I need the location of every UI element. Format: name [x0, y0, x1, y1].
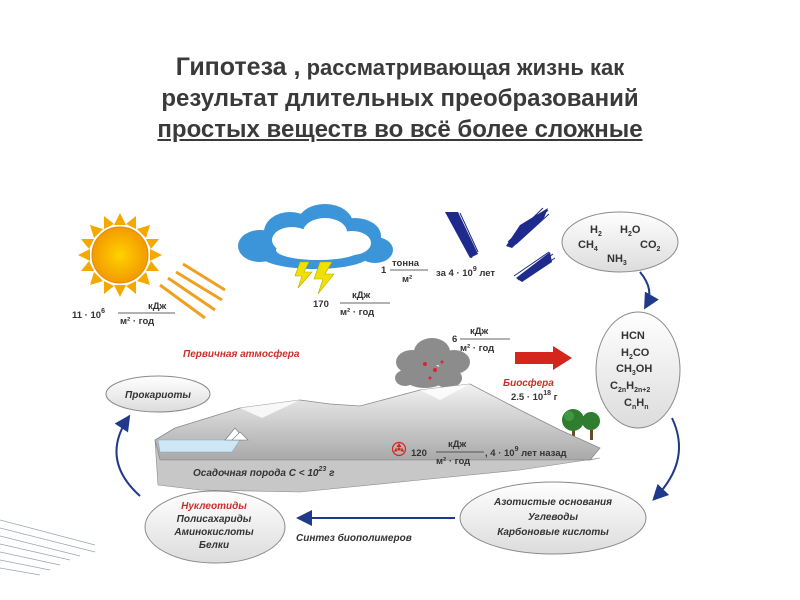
biosphere-mass: 2.5 · 1018 г — [511, 390, 558, 403]
svg-text:тонна: тонна — [392, 258, 420, 269]
svg-text:Азотистые основания: Азотистые основания — [493, 497, 612, 508]
svg-text:Аминокислоты: Аминокислоты — [173, 527, 254, 538]
prokaryotes-bubble: Прокариоты — [106, 376, 210, 412]
sediment-label: Осадочная порода С < 1023 г — [193, 466, 335, 479]
volcano-icon — [395, 338, 470, 388]
meteor-mass-label: 1 тонна м² за 4 · 109 лет — [381, 258, 495, 285]
svg-text:Прокариоты: Прокариоты — [125, 390, 191, 401]
sun-rays-icon — [160, 264, 225, 318]
lightning-energy-label: 170 кДж м² · год — [313, 290, 390, 318]
biosphere-label: Биосфера — [503, 377, 554, 389]
organic-molecules-bubble: HCN H2CO CH3OH C2nH2n+2 CnHn — [596, 312, 680, 428]
svg-text:м² · год: м² · год — [120, 316, 154, 327]
sun-icon — [78, 213, 162, 297]
red-arrow-icon — [515, 346, 572, 370]
volcano-energy-label: 6 кДж м² · год — [452, 326, 510, 354]
svg-text:м² · год: м² · год — [460, 343, 494, 354]
svg-text:кДж: кДж — [470, 326, 489, 337]
svg-text:Углеводы: Углеводы — [528, 512, 578, 523]
svg-text:HCN: HCN — [621, 330, 645, 342]
svg-text:120: 120 — [411, 448, 427, 459]
svg-text:кДж: кДж — [148, 301, 167, 312]
svg-text:Белки: Белки — [199, 540, 229, 551]
simple-molecules-bubble: H2 H2O CH4 CO2 NH3 — [562, 212, 678, 272]
svg-text:кДж: кДж — [352, 290, 371, 301]
svg-text:Полисахариды: Полисахариды — [177, 514, 252, 525]
svg-text:м² · год: м² · год — [340, 307, 374, 318]
svg-text:H2CO: H2CO — [621, 347, 650, 361]
polymers-bubble: Нуклеотиды Полисахариды Аминокислоты Бел… — [145, 491, 285, 563]
svg-text:1: 1 — [381, 265, 387, 276]
arrow-organic-to-monomers — [655, 418, 679, 498]
sun-energy-label: 11 · 106 кДж м² · год — [72, 301, 175, 327]
primary-atmosphere-label: Первичная атмосфера — [183, 348, 300, 360]
svg-text:11 · 106: 11 · 106 — [72, 308, 105, 321]
monomers-bubble: Азотистые основания Углеводы Карбоновые … — [460, 482, 646, 554]
synthesis-label: Синтез биополимеров — [296, 532, 412, 544]
corner-decoration — [0, 520, 95, 575]
svg-text:Карбоновые кислоты: Карбоновые кислоты — [497, 526, 609, 538]
arrow-polymers-to-prokaryotes — [116, 418, 140, 496]
svg-text:170: 170 — [313, 299, 329, 310]
svg-text:кДж: кДж — [448, 439, 467, 450]
svg-text:м² · год: м² · год — [436, 456, 470, 467]
svg-text:, 4 · 109 лет назад: , 4 · 109 лет назад — [485, 446, 567, 459]
svg-text:за 4 · 109 лет: за 4 · 109 лет — [436, 266, 495, 279]
svg-text:м²: м² — [402, 274, 412, 285]
svg-text:Нуклеотиды: Нуклеотиды — [181, 501, 247, 512]
svg-text:6: 6 — [452, 334, 457, 345]
arrow-simple-to-organic — [640, 272, 649, 306]
